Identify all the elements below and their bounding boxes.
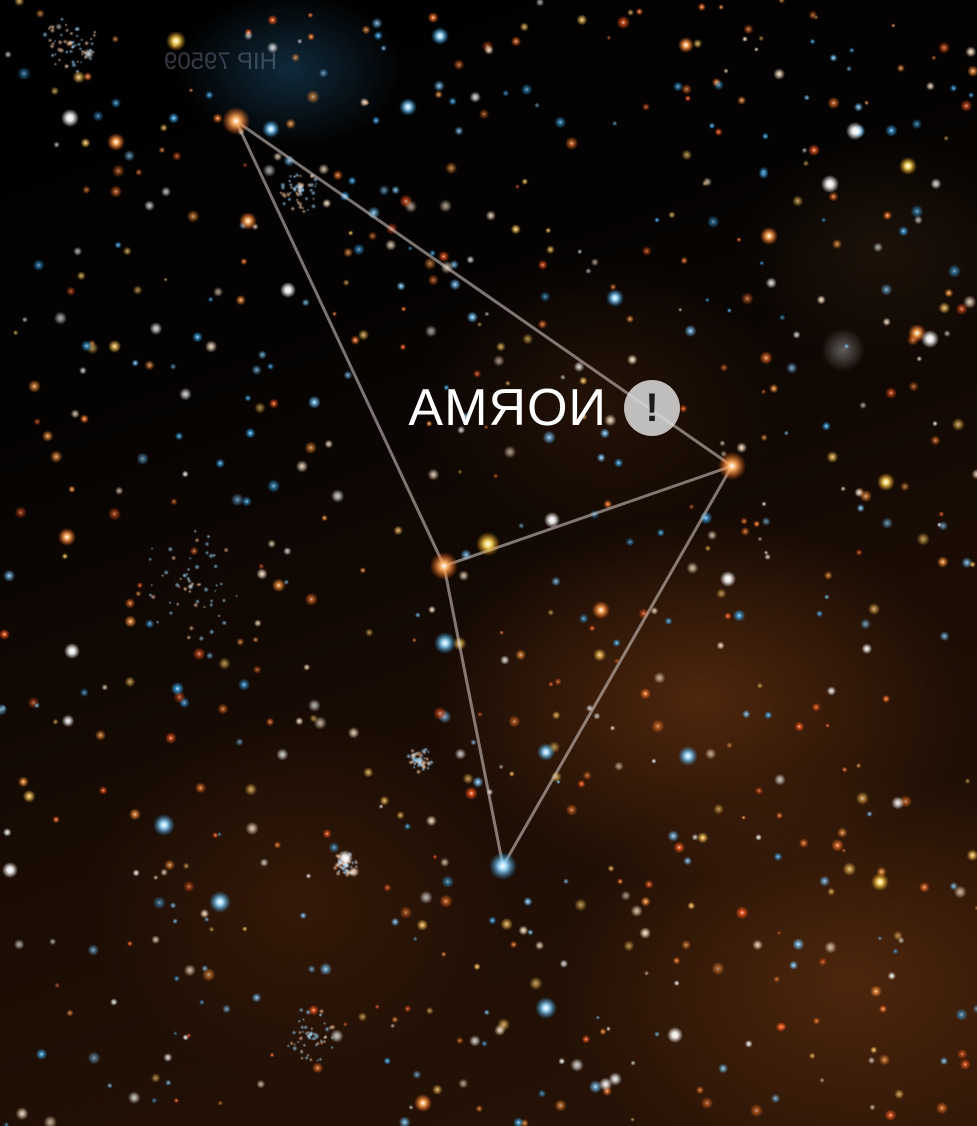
star-name-label: HIP 79509 <box>164 48 277 75</box>
star <box>678 746 698 766</box>
constellation-label[interactable]: ! NORMA <box>400 376 680 440</box>
star <box>667 1027 683 1043</box>
star <box>337 850 353 866</box>
star-marker[interactable] <box>489 852 517 880</box>
star <box>262 120 280 138</box>
star-marker[interactable] <box>222 107 250 135</box>
star <box>64 643 80 659</box>
star <box>537 743 555 761</box>
star <box>592 601 610 619</box>
star <box>166 31 186 51</box>
constellation-lines <box>234 119 734 868</box>
star <box>2 862 18 878</box>
star <box>877 473 895 491</box>
star <box>720 571 736 587</box>
star <box>431 27 449 45</box>
star <box>535 997 557 1019</box>
star-marker[interactable] <box>430 552 458 580</box>
star <box>280 282 296 298</box>
star <box>606 289 624 307</box>
star-marker[interactable] <box>718 452 746 480</box>
bright-stars <box>2 27 939 1112</box>
constellation-stars[interactable] <box>222 107 746 880</box>
norma-line <box>442 564 505 868</box>
star <box>399 98 417 116</box>
star <box>153 814 175 836</box>
star <box>678 37 694 53</box>
norma-line <box>501 464 734 868</box>
constellation-name: NORMA <box>407 379 606 437</box>
star <box>61 109 79 127</box>
star <box>821 175 839 193</box>
star <box>434 632 456 654</box>
star <box>846 122 864 140</box>
star <box>760 227 778 245</box>
star <box>476 532 500 556</box>
star <box>209 891 231 913</box>
star <box>58 528 76 546</box>
info-button[interactable]: ! <box>624 380 680 436</box>
star <box>899 157 917 175</box>
info-icon: ! <box>645 386 659 430</box>
star <box>239 212 257 230</box>
norma-line <box>234 119 446 568</box>
star <box>921 330 939 348</box>
star <box>871 873 889 891</box>
star <box>544 512 560 528</box>
star <box>414 1094 432 1112</box>
star <box>107 133 125 151</box>
